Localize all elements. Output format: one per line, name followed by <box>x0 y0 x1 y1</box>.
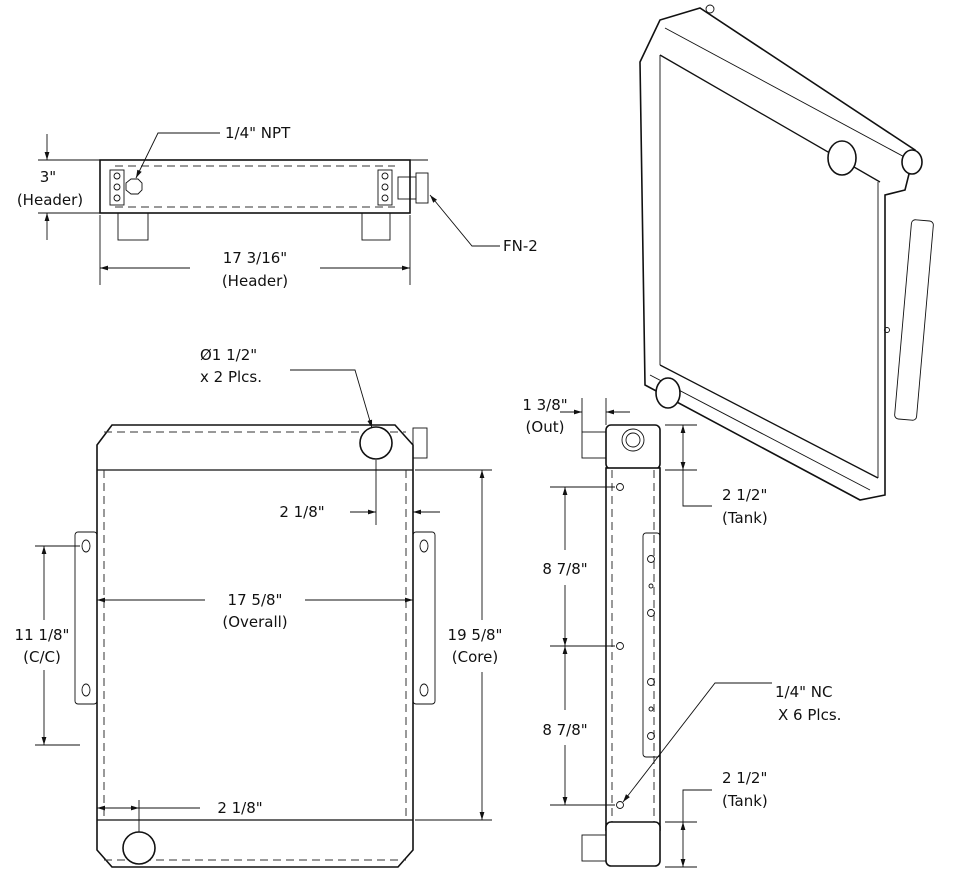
side-view: 1 3/8" (Out) 2 1/2" (Tank) 8 7/8" 8 7/8"… <box>522 396 841 868</box>
core-height-dim: 19 5/8" <box>448 626 503 644</box>
inlet-dia-label: Ø1 1/2" <box>200 346 257 364</box>
bracket-cc-dim: 11 1/8" <box>15 626 70 644</box>
overall-width-dim: 17 5/8" <box>228 591 283 609</box>
header-body <box>99 159 411 214</box>
core-height-note: (Core) <box>452 648 498 666</box>
bracket-left <box>74 531 98 705</box>
hole-spacing-upper: 8 7/8" <box>542 560 587 578</box>
iso-inlet-top <box>827 140 857 176</box>
bottom-tank-note: (Tank) <box>722 792 768 810</box>
fitting-label: FN-2 <box>503 237 538 255</box>
iso-inlet-bottom <box>655 377 681 409</box>
header-width-note: (Header) <box>222 272 288 290</box>
bracket-cc-note: (C/C) <box>23 648 61 666</box>
npt-label: 1/4" NPT <box>225 124 291 142</box>
side-core <box>605 467 661 831</box>
thread-label: 1/4" NC <box>775 683 833 701</box>
side-bracket <box>642 532 661 758</box>
bottom-tank-dim: 2 1/2" <box>722 769 767 787</box>
front-view: Ø1 1/2" x 2 Plcs. 2 1/8" 17 5/8" (Overal… <box>15 346 503 868</box>
header-width-dim: 17 3/16" <box>223 249 287 267</box>
top-view: 3" (Header) 1/4" NPT FN-2 17 3/16" (Head… <box>17 124 538 290</box>
radiator-iso-body <box>639 7 916 501</box>
bottom-tank <box>605 821 661 867</box>
header-height-note: (Header) <box>17 191 83 209</box>
hole-spacing-lower: 8 7/8" <box>542 721 587 739</box>
bracket-tab-left <box>117 212 149 241</box>
thread-qty: X 6 Plcs. <box>778 706 841 724</box>
overall-width-note: (Overall) <box>222 613 287 631</box>
header-height-dim: 3" <box>40 168 56 186</box>
top-tank-note: (Tank) <box>722 509 768 527</box>
outlet-side <box>412 427 428 459</box>
outlet-offset-note: (Out) <box>526 418 565 436</box>
npt-plug <box>125 178 143 195</box>
iso-outlet <box>901 149 923 175</box>
bracket-right <box>412 531 436 705</box>
iso-bracket <box>894 219 934 421</box>
top-tank-dim: 2 1/2" <box>722 486 767 504</box>
bracket-tab-right <box>361 212 391 241</box>
inlet-qty-label: x 2 Plcs. <box>200 368 262 386</box>
inlet-top <box>359 426 393 460</box>
isometric-view <box>639 4 934 501</box>
outlet-offset-dim: 1 3/8" <box>522 396 567 414</box>
inlet-bottom <box>122 831 156 865</box>
inlet-offset-top-dim: 2 1/8" <box>279 503 324 521</box>
inlet-offset-bottom-dim: 2 1/8" <box>217 799 262 817</box>
